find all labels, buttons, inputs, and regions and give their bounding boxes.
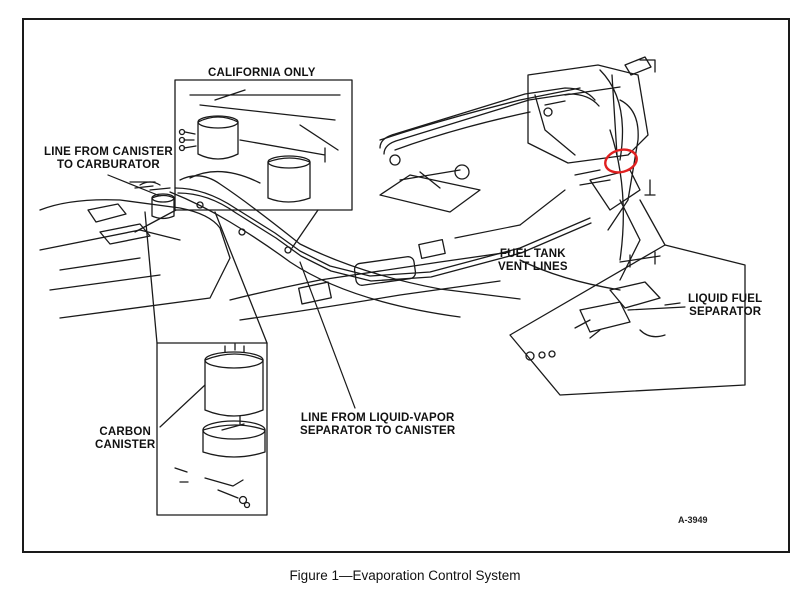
label-liquid-fuel-separator: LIQUID FUEL SEPARATOR xyxy=(688,293,763,318)
figure-code: A-3949 xyxy=(678,515,708,525)
carbon-canister-inset xyxy=(144,211,268,516)
label-california-only: CALIFORNIA ONLY xyxy=(208,67,316,79)
figure-caption: Figure 1—Evaporation Control System xyxy=(289,568,521,583)
label-fuel-tank-vent-lines: FUEL TANK VENT LINES xyxy=(498,248,568,273)
label-carbon-canister: CARBON CANISTER xyxy=(95,426,156,451)
leader-lines xyxy=(107,174,686,428)
liquid-fuel-separator-inset xyxy=(509,199,746,396)
diagram-frame xyxy=(22,18,790,553)
fuel-tank-assembly xyxy=(527,56,656,281)
label-line-canister-to-carburetor: LINE FROM CANISTER TO CARBURATOR xyxy=(44,146,173,171)
vehicle-underbody xyxy=(169,87,624,321)
highlight-circle xyxy=(604,148,638,174)
engine-bay xyxy=(39,181,231,319)
vapor-line xyxy=(174,187,592,305)
fuel-tank-vent-lines xyxy=(379,87,600,166)
label-line-liquid-vapor-separator: LINE FROM LIQUID-VAPOR SEPARATOR TO CANI… xyxy=(300,412,456,437)
